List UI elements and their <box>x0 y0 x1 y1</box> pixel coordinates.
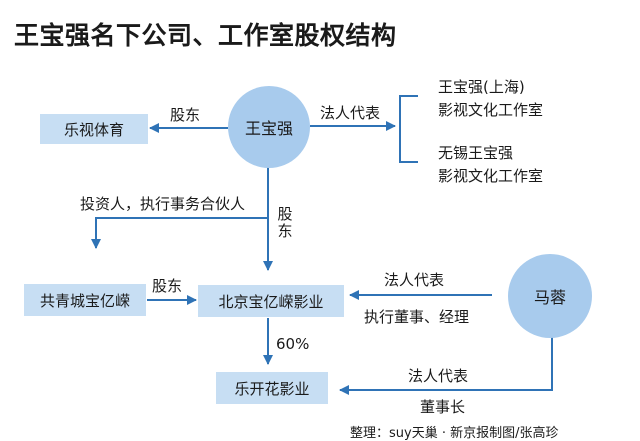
node-lekaihua: 乐开花影业 <box>216 372 328 404</box>
label-exec-director: 执行董事、经理 <box>364 308 470 326</box>
node-studio-wuxi: 无锡王宝强 影视文化工作室 <box>438 142 543 189</box>
label-legal-rep-ma-2: 法人代表 <box>408 367 469 385</box>
node-studio-shanghai-line1: 王宝强(上海) <box>438 78 525 96</box>
node-wang-baoqiang: 王宝强 <box>228 86 310 168</box>
label-percent: 60% <box>276 335 310 353</box>
node-studio-shanghai-line2: 影视文化工作室 <box>438 101 544 120</box>
label-shareholder-vertical: 股东 <box>277 205 293 241</box>
node-ma-rong: 马蓉 <box>508 254 592 338</box>
label-investor: 投资人，执行事务合伙人 <box>80 195 246 213</box>
node-gongqingcheng-label: 共青城宝亿嵘 <box>39 291 130 310</box>
label-shareholder-leshi: 股东 <box>170 106 201 124</box>
label-shareholder-gongqing: 股东 <box>152 277 183 295</box>
node-studio-wuxi-line1: 无锡王宝强 <box>438 144 514 162</box>
node-studio-shanghai: 王宝强(上海) 影视文化工作室 <box>438 76 543 123</box>
node-wang-baoqiang-label: 王宝强 <box>244 119 293 138</box>
footer-credit: 整理：suy天巢 · 新京报制图/张高珍 <box>350 426 559 441</box>
node-beijing-label: 北京宝亿嵘影业 <box>218 292 324 311</box>
node-lekaihua-label: 乐开花影业 <box>234 379 310 398</box>
page-title: 王宝强名下公司、工作室股权结构 <box>14 21 397 50</box>
label-legal-rep-top: 法人代表 <box>320 104 381 122</box>
node-studio-wuxi-line2: 影视文化工作室 <box>438 167 544 186</box>
node-gongqingcheng: 共青城宝亿嵘 <box>24 284 146 316</box>
studios-bracket <box>399 95 418 163</box>
label-chairman: 董事长 <box>420 398 466 416</box>
arrow-ma-to-lekaihua <box>339 336 553 395</box>
arrow-investor-to-gongqing <box>91 217 268 249</box>
label-legal-rep-ma: 法人代表 <box>384 271 445 289</box>
node-leshi-tiyu-label: 乐视体育 <box>63 120 124 139</box>
node-leshi-tiyu: 乐视体育 <box>40 114 148 144</box>
node-ma-rong-label: 马蓉 <box>533 288 566 307</box>
node-beijing: 北京宝亿嵘影业 <box>198 285 344 317</box>
